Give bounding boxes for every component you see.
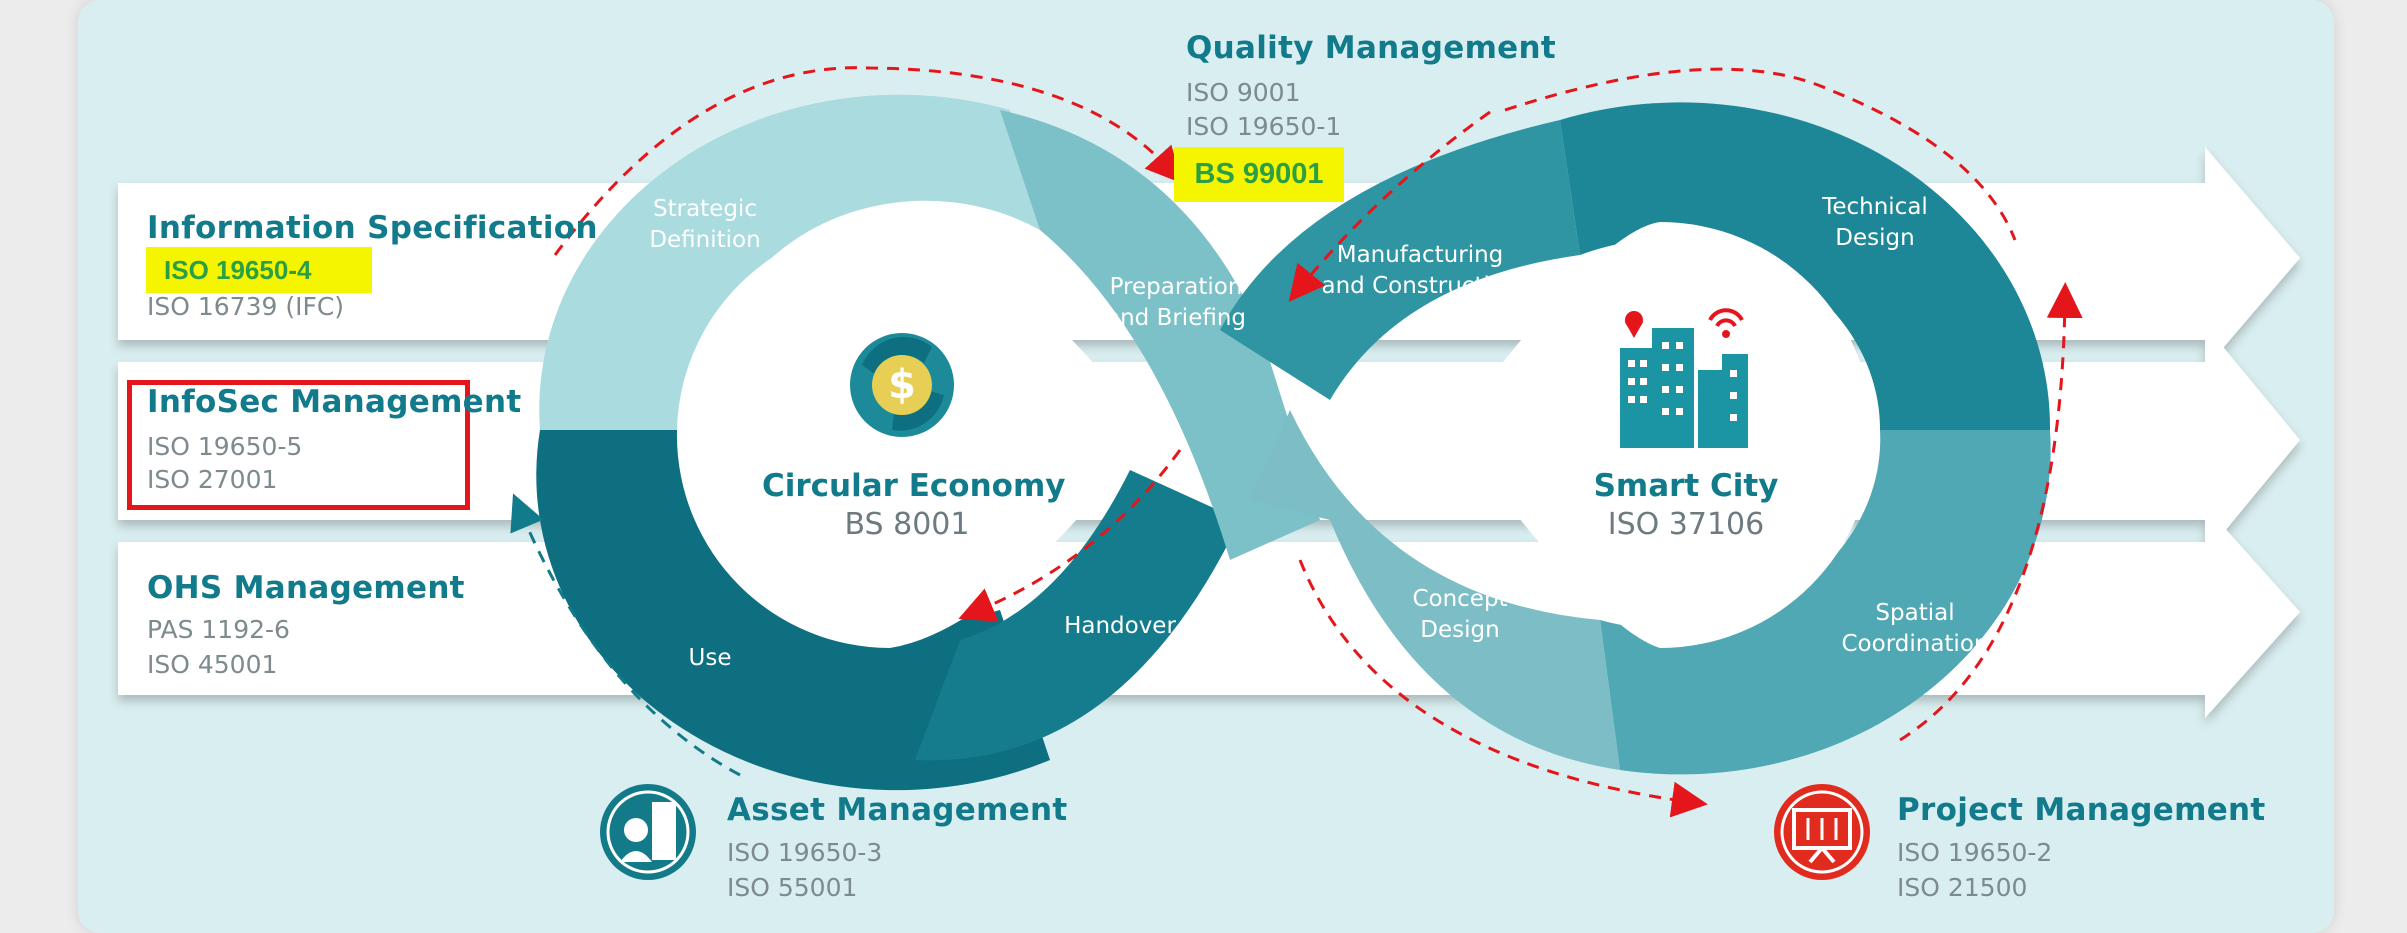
phase-preparation-briefing: Preparation and Briefing — [1105, 274, 1247, 331]
loop-seg-cross — [1220, 120, 1580, 400]
red-dashed-arrows — [553, 66, 2083, 818]
quality-item-1: ISO 9001 — [1186, 78, 1301, 107]
circular-economy-sub: BS 8001 — [844, 507, 970, 542]
project-item-1: ISO 19650-2 — [1897, 838, 2053, 867]
phase-spatial-coordination: Spatial Coordination — [1841, 600, 1989, 657]
infinity-loop — [536, 94, 2051, 791]
ohs-title: OHS Management — [147, 570, 465, 606]
loop-seg-technical — [1560, 102, 2051, 431]
red-arrow-bottom — [1298, 559, 1708, 818]
info-spec-highlight: ISO 19650-4 — [146, 247, 372, 293]
loop-seg-strategic — [539, 94, 1040, 430]
recycle-dollar-icon: $ — [850, 333, 954, 437]
red-arrow-left-mid — [958, 449, 1182, 622]
quality-highlight: BS 99001 — [1174, 147, 1344, 202]
phase-technical-design: Technical Design — [1822, 194, 1928, 251]
loop-seg-preparation — [1000, 110, 1320, 560]
worker-building-icon — [600, 784, 696, 880]
asset-item-2: ISO 55001 — [727, 873, 858, 902]
info-spec-title: Information Specification — [147, 210, 598, 246]
infosec-red-box — [127, 380, 470, 510]
phase-manufacturing-construction: Manufacturing and Construction — [1321, 242, 1519, 299]
red-arrow-right-up — [1899, 282, 2083, 742]
smart-city-icon — [1620, 308, 1748, 448]
phase-strategic-definition: Strategic Definition — [649, 196, 761, 253]
presentation-board-icon — [1774, 784, 1870, 880]
red-arrow-top-right — [1288, 110, 1491, 302]
ohs-item-1: PAS 1192-6 — [147, 615, 290, 644]
phase-handover: Handover — [1064, 613, 1176, 639]
asset-item-1: ISO 19650-3 — [727, 838, 883, 867]
teal-dashed-arrow — [510, 493, 741, 777]
loop-seg-concept — [1250, 410, 1620, 770]
asset-management-title: Asset Management — [727, 792, 1068, 828]
phase-use: Use — [688, 645, 732, 671]
smart-city-title: Smart City — [1593, 468, 1779, 504]
phase-concept-design: Concept Design — [1412, 586, 1508, 643]
project-management-title: Project Management — [1897, 792, 2266, 828]
red-arrow-right-down — [1504, 67, 2017, 241]
smart-city-sub: ISO 37106 — [1607, 507, 1765, 542]
loop-seg-spatial — [1600, 430, 2051, 775]
circular-economy-title: Circular Economy — [762, 468, 1066, 504]
infosec-item-2: ISO 27001 — [147, 465, 278, 494]
ohs-item-2: ISO 45001 — [147, 650, 278, 679]
loop-seg-handover — [915, 470, 1240, 761]
info-spec-item: ISO 16739 (IFC) — [147, 292, 345, 321]
infosec-item-1: ISO 19650-5 — [147, 432, 303, 461]
quality-item-2: ISO 19650-1 — [1186, 112, 1342, 141]
svg-text:$: $ — [888, 362, 916, 408]
project-item-2: ISO 21500 — [1897, 873, 2028, 902]
infosec-title: InfoSec Management — [147, 384, 522, 420]
quality-management-title: Quality Management — [1186, 30, 1556, 66]
red-arrow-top-left — [553, 66, 1183, 256]
